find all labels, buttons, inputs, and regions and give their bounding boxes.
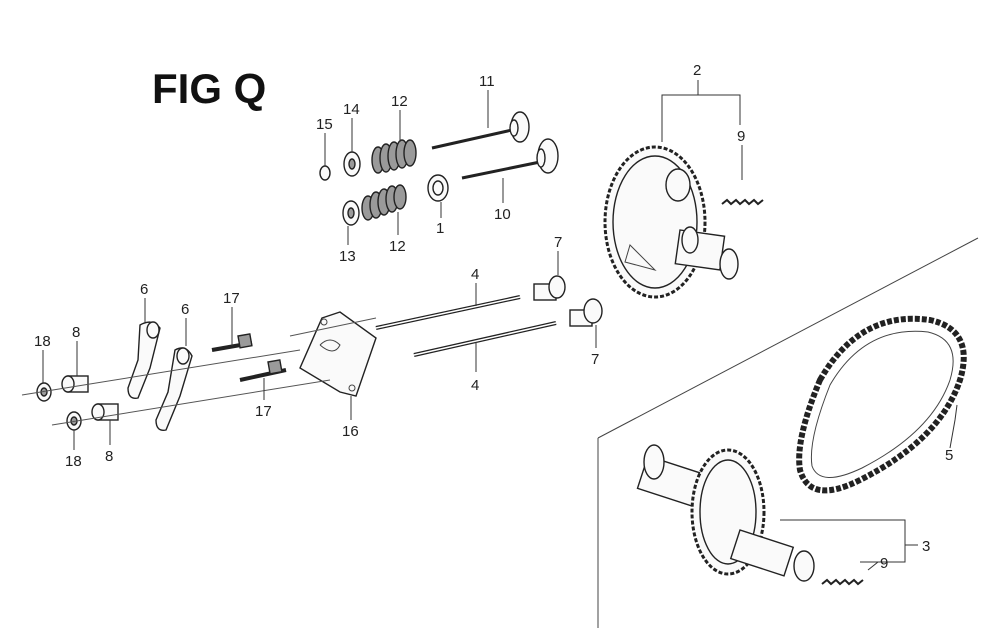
callout-17-lower: 17 [255,403,272,420]
bushing-lower [91,403,119,421]
callout-labels: 1 2 3 4 4 5 6 6 7 7 8 8 9 9 10 11 12 12 … [34,62,953,572]
spring-retainer-13 [342,200,360,226]
pivot-bolt-lower [239,359,287,382]
callout-3: 3 [922,538,930,555]
valve-seal-15 [319,165,331,181]
callout-5: 5 [945,447,953,464]
callout-18-lower: 18 [65,453,82,470]
callout-6-left: 6 [140,281,148,298]
callout-16: 16 [342,423,359,440]
callout-6-right: 6 [181,301,189,318]
callout-7-upper: 7 [554,234,562,251]
callout-9-lower: 9 [880,555,888,572]
push-rod-upper [375,295,521,330]
push-rod-lower [413,321,557,357]
rocker-arm-right [155,347,193,431]
intake-valve [461,138,559,180]
callout-1: 1 [436,220,444,237]
callout-18-upper: 18 [34,333,51,350]
camshaft-gear [603,145,739,299]
callout-8-upper: 8 [72,324,80,341]
nut-upper [36,382,52,402]
spring-retainer-14 [343,151,361,177]
leader-lines [42,80,958,571]
valve-spring-upper [371,139,417,174]
tappet-lower [569,298,603,327]
callout-4-lower: 4 [471,377,479,394]
rocker-plate [299,311,377,397]
timing-chain [796,315,967,494]
tappet-upper [533,275,566,301]
spring-9-upper [721,198,764,206]
rocker-arm-left [127,321,161,399]
exhaust-valve [431,111,530,150]
valve-cotter [427,174,449,202]
callout-12-upper: 12 [391,93,408,110]
callout-15: 15 [316,116,333,133]
callout-8-lower: 8 [105,448,113,465]
callout-9-upper: 9 [737,128,745,145]
valve-spring-lower [361,184,407,221]
callout-17-upper: 17 [223,290,240,307]
callout-10: 10 [494,206,511,223]
assembly-axes [21,317,377,426]
callout-12-lower: 12 [389,238,406,255]
pivot-bolt-upper [211,333,253,352]
callout-13: 13 [339,248,356,265]
callout-11: 11 [479,73,495,90]
callout-7-lower: 7 [591,351,599,368]
callout-14: 14 [343,101,360,118]
figure-title: FIG Q [152,65,266,112]
callout-2: 2 [693,62,701,79]
inset-frame [597,237,979,628]
spring-9-lower [821,578,864,586]
callout-4-upper: 4 [471,266,479,283]
crank-sprocket [636,444,815,582]
bushing-upper [61,375,89,393]
